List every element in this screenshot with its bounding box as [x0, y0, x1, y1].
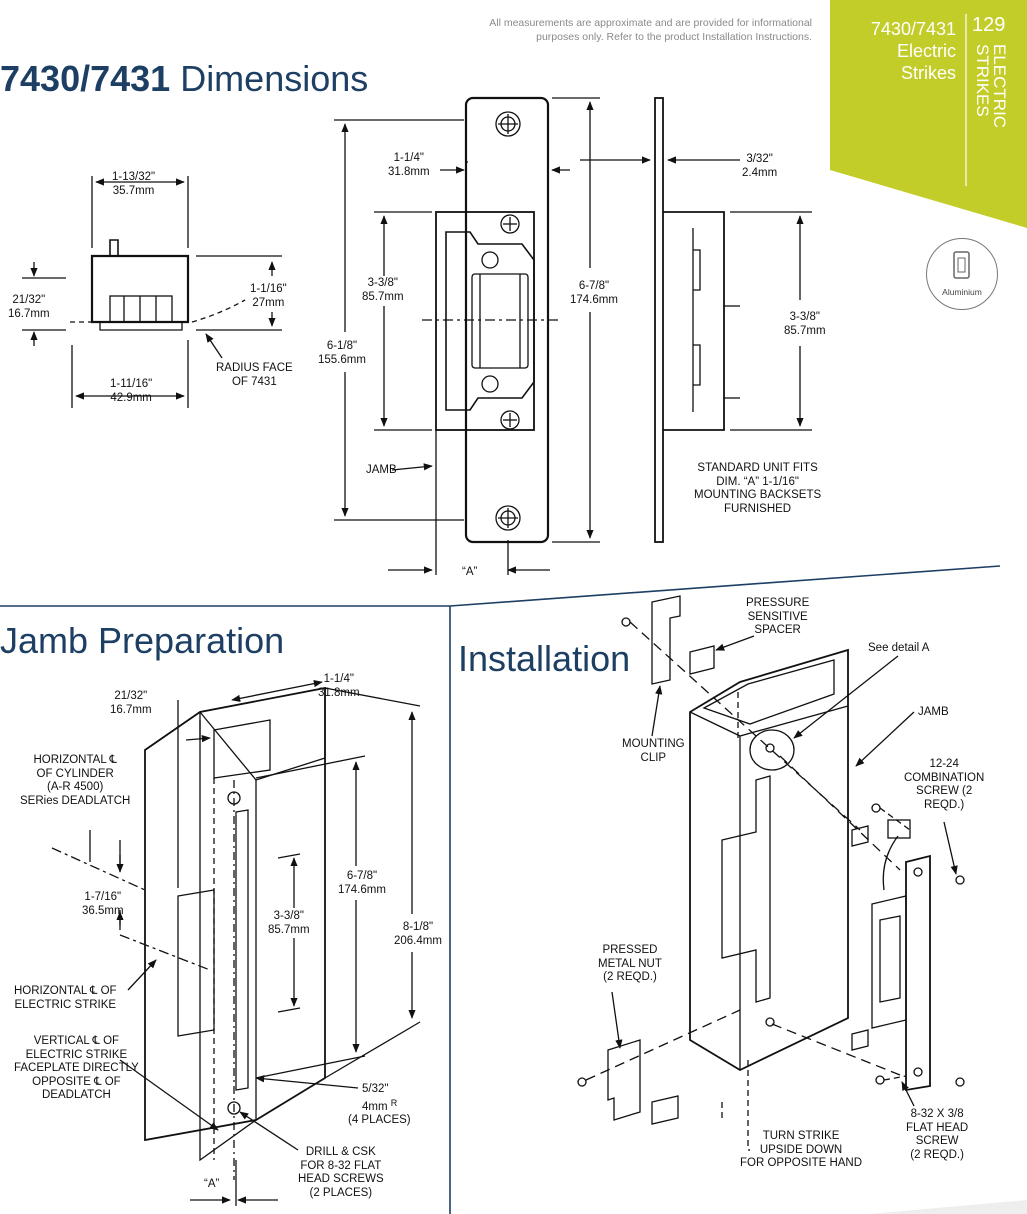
dim-top-width: 1-13/32"35.7mm	[112, 171, 156, 197]
material-badge: Aluminium	[926, 238, 998, 310]
dim-inner-height: 3-3/8"85.7mm	[362, 277, 404, 303]
jp-depth: 21/32"16.7mm	[110, 690, 152, 716]
jp-total: 8-1/8"206.4mm	[394, 921, 442, 947]
sidebar-accent	[830, 0, 1027, 228]
jp-mid: 6-7/8"174.6mm	[338, 870, 386, 896]
dim-right-height: 1-1/16"27mm	[250, 283, 287, 309]
strike-plate-icon	[953, 251, 970, 279]
dim-total-height: 6-7/8"174.6mm	[570, 280, 618, 306]
page-number: 129	[972, 14, 1006, 36]
jp-offset: 1-7/16"36.5mm	[82, 891, 124, 917]
installation-drawing	[577, 595, 965, 1151]
installation-title: Installation	[458, 638, 631, 679]
jamb-label: JAMB	[366, 464, 397, 476]
dim-mid-height: 6-1/8"155.6mm	[318, 340, 366, 366]
dim-bottom-width: 1-11/16"42.9mm	[110, 378, 153, 404]
dim-side-height: 3-3/8"85.7mm	[784, 311, 826, 337]
jp-inner: 3-3/8"85.7mm	[268, 910, 310, 936]
top-view-drawing	[22, 176, 282, 408]
inst-jamb: JAMB	[918, 706, 949, 718]
front-view-drawing	[334, 96, 600, 575]
jp-face-width: 1-1/4"31.8mm	[318, 673, 360, 699]
dim-thickness: 3/32"2.4mm	[742, 153, 778, 179]
jamb-prep-drawing	[51, 680, 421, 1206]
sidebar-model: 7430/7431 Electric Strikes	[870, 19, 956, 83]
jp-cylinder-centerline: HORIZONTAL ℄OF CYLINDER (A-R 4500)SERies…	[20, 754, 131, 807]
disclaimer: All measurements are approximate and are…	[489, 17, 812, 43]
jamb-prep-title: Jamb Preparation	[0, 620, 285, 661]
dim-face-width: 1-1/4"31.8mm	[388, 152, 430, 178]
bottom-accent-band	[870, 1200, 1027, 1214]
a-label-top: “A”	[462, 566, 478, 578]
jp-a-label: “A”	[204, 1178, 220, 1190]
jp-radius: 5/32" 4mm R (4 PLACES)	[348, 1083, 411, 1126]
inst-detail: See detail A	[868, 642, 930, 654]
page-title: 7430/7431 Dimensions	[0, 58, 369, 99]
material-label: Aluminium	[942, 287, 982, 297]
dim-left-height: 21/32"16.7mm	[8, 294, 50, 320]
side-view-drawing	[580, 97, 812, 543]
